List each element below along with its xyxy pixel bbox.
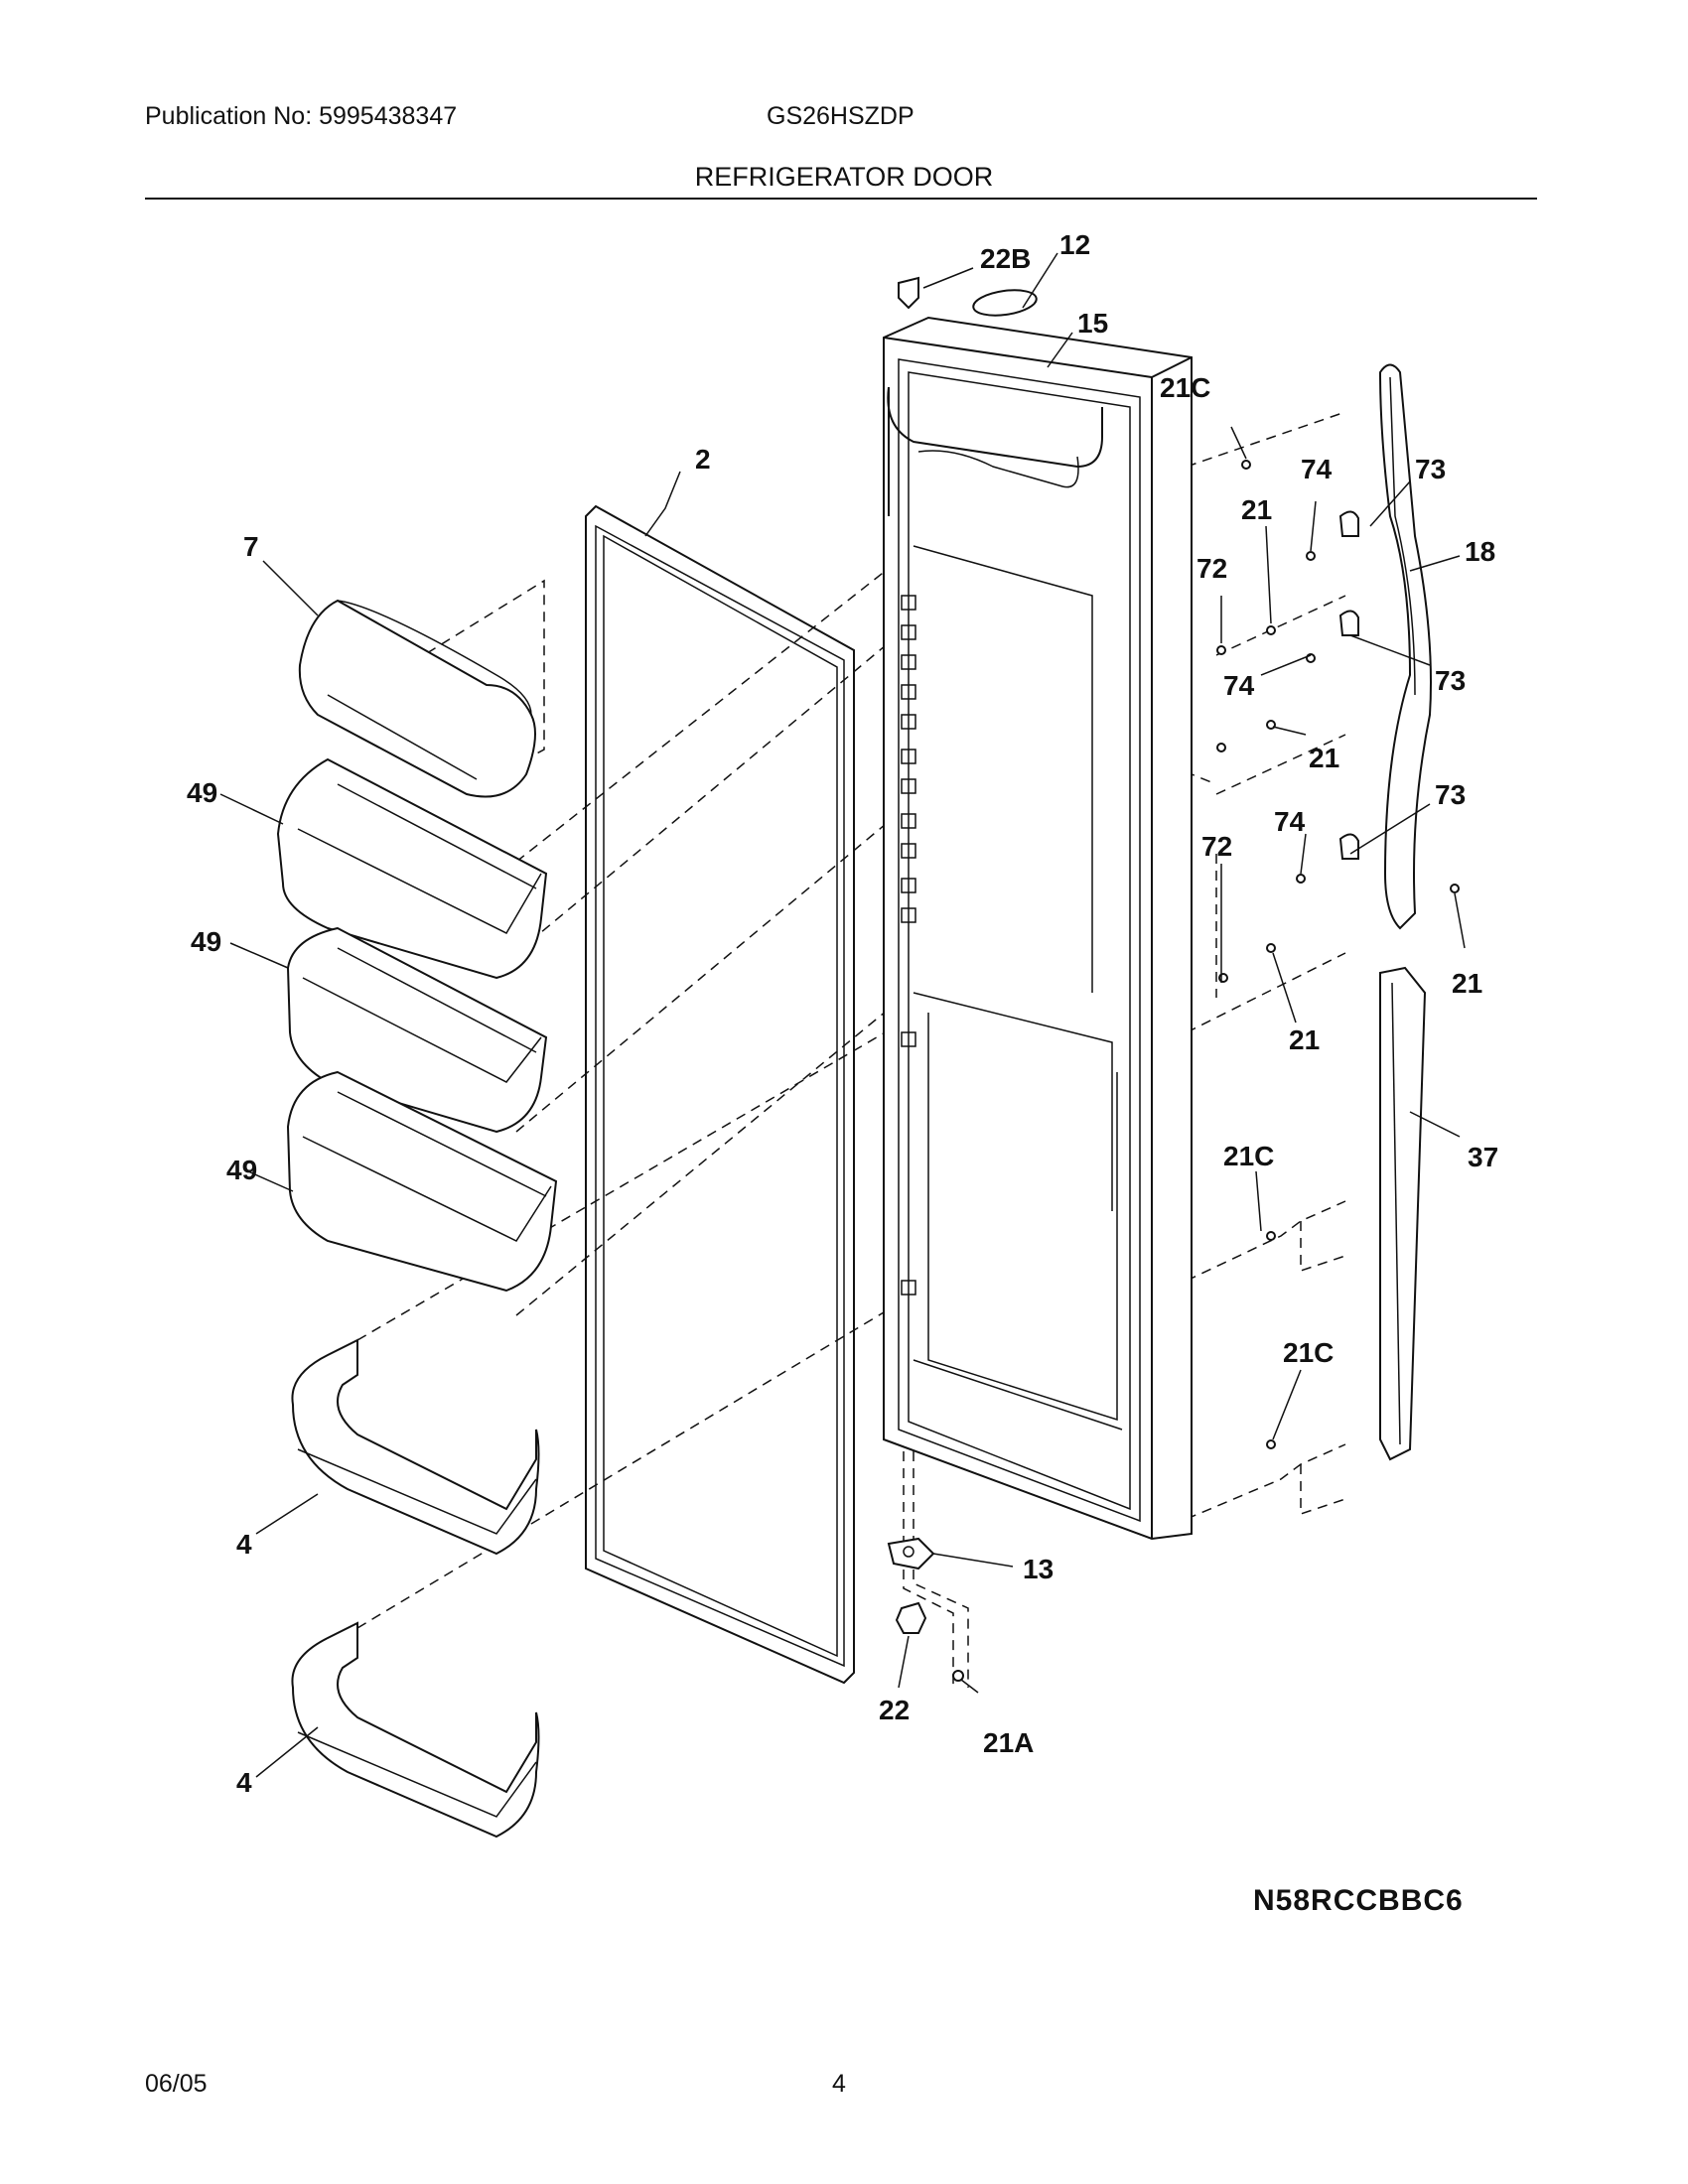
door-gasket	[585, 504, 855, 1685]
label-72-a: 72	[1196, 553, 1227, 584]
label-21-r2: 21	[1309, 743, 1339, 773]
part-22b-plug	[898, 276, 919, 310]
door-outer-panel	[883, 316, 1193, 1541]
label-73-c: 73	[1435, 779, 1466, 810]
label-74-c: 74	[1274, 806, 1306, 837]
label-13: 13	[1023, 1554, 1054, 1584]
label-15: 15	[1077, 308, 1108, 339]
label-22b: 22B	[980, 243, 1031, 274]
header-rule	[145, 198, 1537, 200]
drawing-code: N58RCCBBC6	[1253, 1884, 1464, 1917]
label-21c-low: 21C	[1283, 1337, 1334, 1368]
handle-upper	[1378, 363, 1432, 930]
handle-lower	[1379, 966, 1427, 1461]
page-title: REFRIGERATOR DOOR	[694, 162, 994, 192]
label-72-b: 72	[1201, 831, 1232, 862]
door-shelf-upper	[291, 1338, 540, 1556]
label-4-b: 4	[236, 1767, 252, 1798]
label-21-r1: 21	[1241, 494, 1272, 525]
model-number: GS26HSZDP	[767, 102, 914, 130]
label-21c-top: 21C	[1160, 372, 1210, 403]
label-73-b: 73	[1435, 665, 1466, 696]
screws	[1216, 460, 1460, 1449]
door-shelf-lower	[291, 1621, 540, 1839]
label-21-r3: 21	[1452, 968, 1482, 999]
label-4-a: 4	[236, 1529, 252, 1560]
label-21c-mid: 21C	[1223, 1141, 1274, 1171]
hinge-screw	[952, 1670, 964, 1682]
part-12-cap	[972, 289, 1038, 317]
label-49-b: 49	[191, 926, 221, 957]
hinge-bracket	[887, 1537, 935, 1570]
label-73-a: 73	[1415, 454, 1446, 484]
publication-number: Publication No: 5995438347	[145, 102, 458, 130]
door-bin-upper	[276, 757, 548, 980]
label-7: 7	[243, 531, 259, 562]
publication-date: 06/05	[145, 2070, 208, 2098]
label-18: 18	[1465, 536, 1495, 567]
label-12: 12	[1059, 229, 1090, 260]
dairy-compartment	[298, 599, 536, 798]
label-2: 2	[695, 444, 711, 475]
label-49-c: 49	[226, 1155, 257, 1185]
door-bin-lower	[286, 1070, 558, 1293]
label-21-r4: 21	[1289, 1024, 1320, 1055]
label-74-a: 74	[1301, 454, 1333, 484]
label-37: 37	[1468, 1142, 1498, 1172]
part-labels: 22B 12 15 21C 2 7 74 73 21 18 72 74 73 2…	[187, 229, 1498, 1798]
page-number: 4	[832, 2070, 846, 2098]
door-shelf-clips	[901, 595, 916, 1296]
label-21a: 21A	[983, 1727, 1034, 1758]
label-74-b: 74	[1223, 670, 1255, 701]
hinge-bushing	[895, 1601, 927, 1634]
label-49-a: 49	[187, 777, 217, 808]
handle-clips	[1338, 510, 1359, 860]
leader-lines	[219, 252, 1466, 1778]
label-22: 22	[879, 1695, 910, 1725]
